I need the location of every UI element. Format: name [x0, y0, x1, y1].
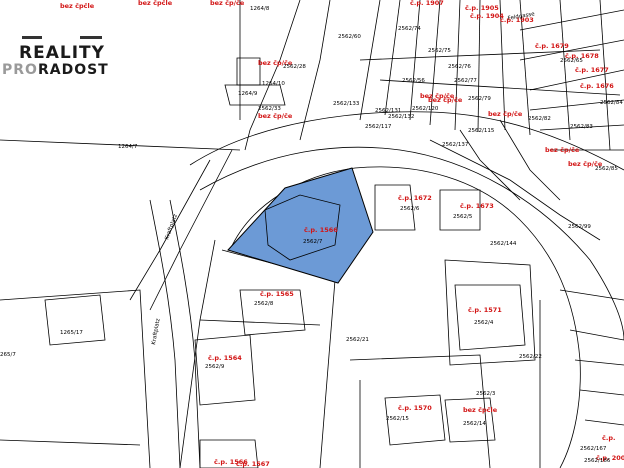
street-name-label: Kraftplatz — [151, 318, 162, 345]
parcel-number-label: 2562/131 — [375, 108, 401, 114]
parcel-number-label: 2562/117 — [365, 124, 392, 130]
parcel-number-label: 2562/6 — [400, 206, 420, 212]
parcel-number-label: 2562/56 — [402, 78, 425, 84]
parcel-number-label: 2562/99 — [568, 224, 591, 230]
parcel-number-label: 2562/3 — [476, 391, 496, 397]
parcel-number-label: 1264/7 — [118, 144, 138, 150]
house-number-label: č.p. 1566 — [304, 226, 338, 234]
house-number-label: č.p. 1564 — [208, 354, 242, 362]
house-number-label: bez čp/če — [210, 0, 245, 7]
logo-line-1: REALITY — [19, 43, 105, 63]
parcel-number-label: 1265/17 — [60, 330, 83, 336]
house-number-label: bez čp/če — [488, 110, 523, 118]
house-number-label: č.p. 1672 — [398, 194, 432, 202]
logo-pro: PRO — [2, 62, 38, 78]
logo-bar-right — [80, 36, 102, 39]
house-number-label: č.p. 1907 — [410, 0, 444, 7]
parcel-number-label: 2562/133 — [333, 101, 360, 107]
house-number-label: bez čp/če — [258, 112, 293, 120]
parcel-number-label: 2562/21 — [346, 337, 369, 343]
parcel-number-label: 2562/144 — [490, 241, 517, 247]
parcel-number-label: 2562/22 — [519, 354, 542, 360]
parcel-number-label: 2562/137 — [442, 142, 469, 148]
parcel-number-label: 2562/14 — [463, 421, 486, 427]
logo-radost: RADOST — [37, 62, 109, 78]
parcel-number-label: 2562/75 — [428, 48, 451, 54]
parcel-number-label: 2562/82 — [528, 116, 551, 122]
house-number-label: bez čp/če — [545, 146, 580, 154]
street-name-label: Feldgasse — [507, 11, 535, 22]
house-number-label: bez čpčle — [138, 0, 173, 7]
parcel-number-label: 2562/5 — [453, 214, 473, 220]
house-number-label: č.p. 2000 — [596, 454, 624, 462]
parcel-number-label: 2562/167 — [580, 446, 607, 452]
parcel-number-label: 1264/9 — [238, 91, 258, 97]
parcel-number-label: 2562/77 — [454, 78, 477, 84]
parcel-number-label: 2562/120 — [412, 106, 439, 112]
highlighted-parcel[interactable] — [227, 167, 374, 284]
house-number-label: bez čp/če — [428, 96, 463, 104]
reality-proradost-logo: REALITY PRORADOST — [0, 0, 124, 82]
parcel-number-label: 2562/132 — [388, 114, 414, 120]
parcel-number-label: 2562/115 — [468, 128, 495, 134]
house-number-label: č.p. 1904 — [470, 12, 504, 20]
logo-bar-left — [22, 36, 42, 39]
parcel-number-label: 2562/8 — [254, 301, 274, 307]
logo-line-2: PRORADOST — [2, 62, 109, 78]
house-number-label: č.p. 1567 — [236, 460, 270, 468]
house-number-label: č.p. 1676 — [580, 82, 614, 90]
house-number-label: č.p. 1673 — [460, 202, 494, 210]
parcel-number-label: 2562/79 — [468, 96, 491, 102]
house-number-label: bez čpčle — [463, 406, 498, 414]
parcel-number-label: 2562/74 — [398, 26, 421, 32]
parcel-number-label: 2562/83 — [570, 124, 593, 130]
house-number-label: bez čp/če — [258, 59, 293, 67]
parcel-number-label: 2562/166 — [584, 458, 611, 464]
house-number-label: č.p. — [602, 434, 615, 442]
house-number-label: č.p. 1678 — [565, 52, 599, 60]
house-number-label: č.p. 1679 — [535, 42, 569, 50]
parcel-number-label: 2562/85 — [595, 166, 618, 172]
parcel-number-label: 1264/10 — [262, 81, 285, 87]
house-number-label: bez čp/če — [568, 160, 603, 168]
parcel-number-label: 2562/7 — [303, 239, 323, 245]
house-number-label: č.p. 1571 — [468, 306, 502, 314]
parcel-number-label: 2562/60 — [338, 34, 361, 40]
house-number-label: č.p. 1677 — [575, 66, 609, 74]
parcel-number-label: 2562/9 — [205, 364, 225, 370]
parcel-number-label: 265/7 — [0, 352, 16, 358]
house-number-label: č.p. 1903 — [500, 16, 534, 24]
parcel-number-label: 2562/76 — [448, 64, 471, 70]
parcel-number-label: 2562/28 — [283, 64, 306, 70]
house-number-label: č.p. 1565 — [260, 290, 294, 298]
parcel-number-label: 1264/8 — [250, 6, 270, 12]
parcel-number-label: 2562/15 — [386, 416, 409, 422]
parcel-number-label: 2562/65 — [560, 58, 583, 64]
house-number-label: č.p. 1566 — [214, 458, 248, 466]
house-number-label: bez čpčle — [60, 2, 95, 10]
parcel-number-label: 2562/33 — [258, 106, 281, 112]
house-number-label: č.p. 1570 — [398, 404, 432, 412]
parcel-number-label: 2562/84 — [600, 100, 623, 106]
house-number-label: č.p. 1905 — [465, 4, 499, 12]
parcel-number-label: 2562/4 — [474, 320, 494, 326]
house-number-label: bez čp/če — [420, 92, 455, 100]
